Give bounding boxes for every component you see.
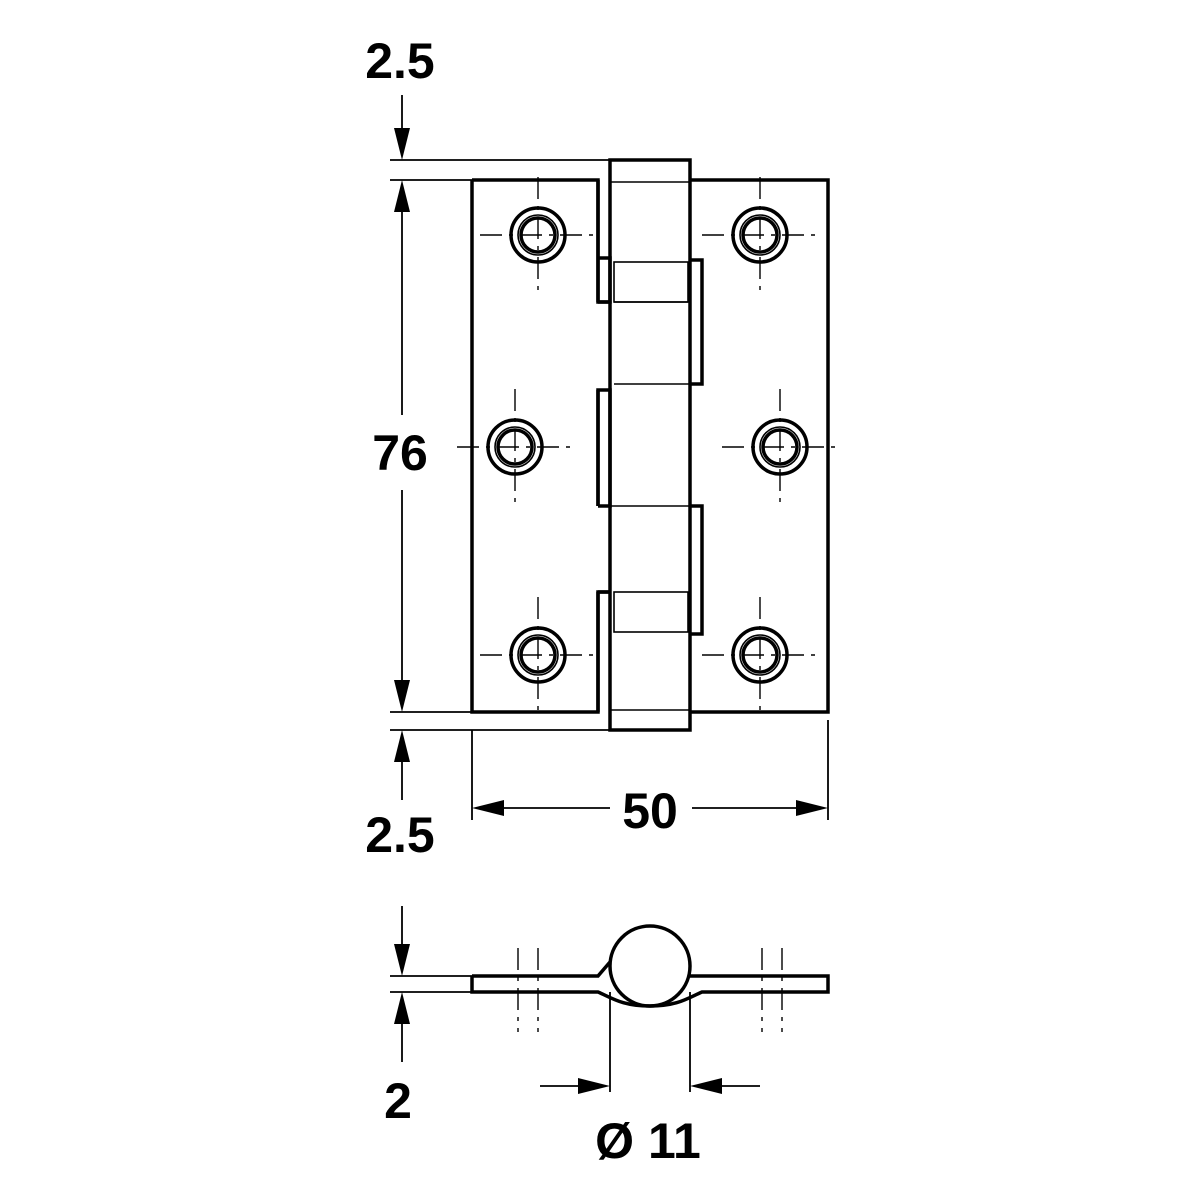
screw-hole — [480, 177, 596, 293]
hinge-knuckle — [608, 158, 692, 732]
dimension-knuckle-diameter: Ø 11 — [595, 1113, 701, 1169]
dimension-top-offset: 2.5 — [365, 33, 435, 89]
screw-hole — [702, 177, 818, 293]
dimension-width: 50 — [622, 783, 678, 839]
dimension-bottom-offset: 2.5 — [365, 807, 435, 863]
screw-hole — [480, 597, 596, 713]
dimension-lines-side — [394, 906, 760, 1094]
hinge-side-view — [390, 924, 830, 1092]
dimension-thickness: 2 — [384, 1073, 412, 1129]
dimension-lines-front — [390, 95, 829, 820]
screw-holes — [457, 177, 838, 713]
hinge-front-view — [470, 158, 830, 732]
screw-hole — [457, 389, 573, 505]
screw-hole — [722, 389, 838, 505]
hinge-section-profile — [470, 960, 830, 1008]
screw-hole — [702, 597, 818, 713]
hinge-pin-section — [608, 924, 692, 1008]
dimension-height: 76 — [372, 425, 428, 481]
hinge-right-leaf — [690, 178, 830, 714]
